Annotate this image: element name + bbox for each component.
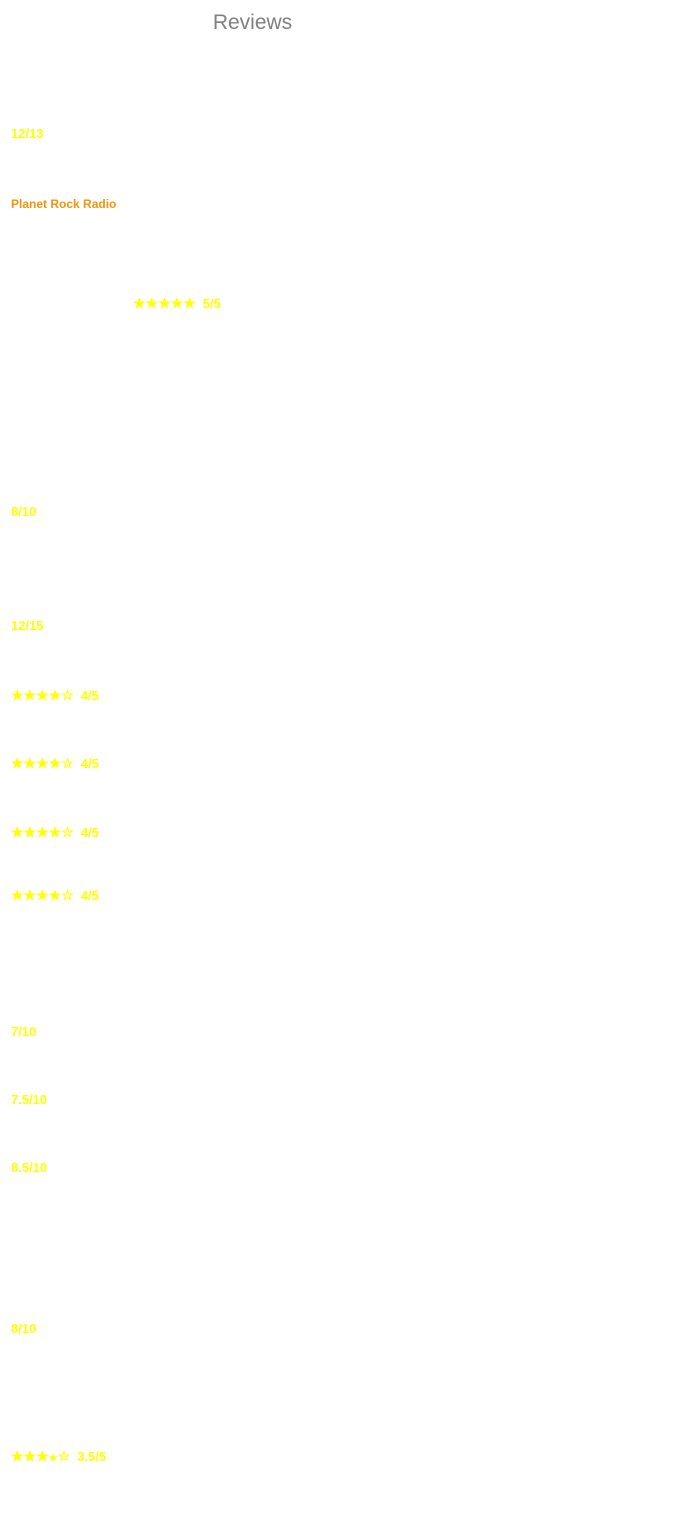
- review-score-value: 4/5: [80, 888, 99, 903]
- review-score-2: 8/10: [11, 504, 37, 519]
- review-score-value: 5/5: [202, 296, 221, 311]
- review-rating-stars-6: ★★★★☆3.5/5: [11, 1448, 106, 1467]
- star-rating-icon: ★★★★☆: [11, 755, 74, 771]
- review-score-7: 8/10: [11, 1321, 37, 1336]
- half-star-icon: ★: [48, 1453, 58, 1464]
- review-score-3: 12/15: [11, 618, 44, 633]
- review-score-value: 3.5/5: [77, 1449, 107, 1464]
- review-score-6: 8.5/10: [11, 1160, 48, 1175]
- star-rating-icon: ★★★: [11, 1448, 49, 1464]
- review-rating-stars-1: ★★★★★ 5/5: [133, 295, 221, 312]
- review-score-1: 12/13: [11, 126, 44, 141]
- review-score-value: 4/5: [80, 825, 99, 840]
- review-score-value: 4/5: [80, 688, 99, 703]
- review-rating-stars-2: ★★★★☆ 4/5: [11, 687, 99, 704]
- empty-star-icon: ☆: [57, 1448, 71, 1464]
- review-rating-stars-5: ★★★★☆ 4/5: [11, 887, 99, 904]
- star-rating-icon: ★★★★★: [133, 295, 196, 311]
- review-score-4: 7/10: [11, 1024, 37, 1039]
- review-score-value: 4/5: [80, 756, 99, 771]
- review-source-planet-rock-radio: Planet Rock Radio: [11, 197, 117, 211]
- review-rating-stars-3: ★★★★☆ 4/5: [11, 755, 99, 772]
- star-rating-icon: ★★★★☆: [11, 824, 74, 840]
- star-rating-icon: ★★★★☆: [11, 887, 74, 903]
- page-title: Reviews: [212, 11, 293, 34]
- review-rating-stars-4: ★★★★☆ 4/5: [11, 824, 99, 841]
- star-rating-icon: ★★★★☆: [11, 687, 74, 703]
- review-score-5: 7.5/10: [11, 1092, 48, 1107]
